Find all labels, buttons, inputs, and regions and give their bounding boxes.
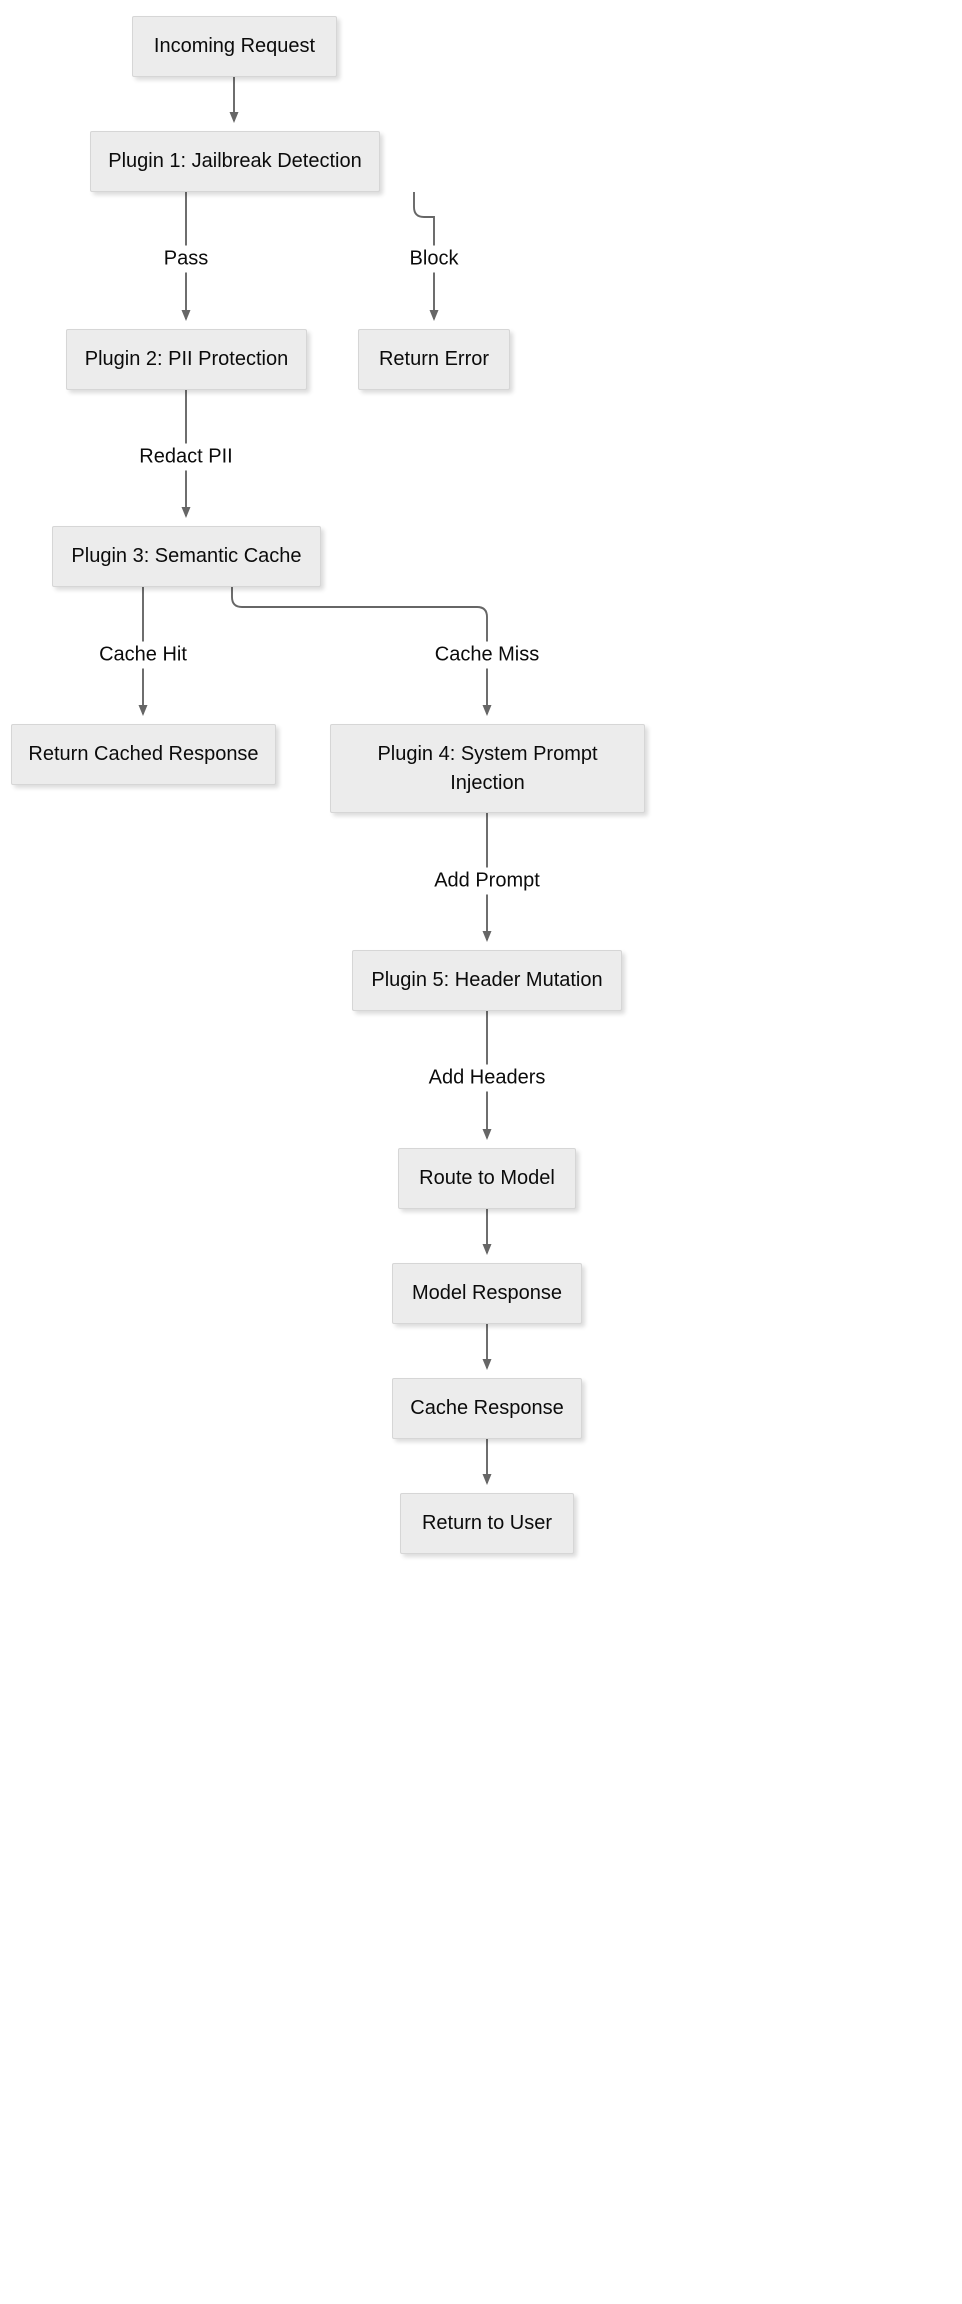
node-route-to-model[interactable]: Route to Model	[398, 1148, 576, 1209]
node-return-cached-response-label: Return Cached Response	[28, 743, 259, 765]
edge-label-cache-hit: Cache Hit	[94, 641, 192, 669]
edge-label-add-headers: Add Headers	[423, 1064, 551, 1092]
node-model-response-label: Model Response	[411, 1282, 563, 1304]
node-plugin2-label: Plugin 2: PII Protection	[84, 348, 289, 370]
edge-label-pass: Pass	[158, 245, 214, 273]
node-plugin2-pii-protection[interactable]: Plugin 2: PII Protection	[66, 329, 307, 390]
node-plugin3-label: Plugin 3: Semantic Cache	[71, 545, 302, 567]
node-incoming-request-label: Incoming Request	[153, 35, 316, 57]
node-cache-response[interactable]: Cache Response	[392, 1378, 582, 1439]
node-plugin4-system-prompt-injection[interactable]: Plugin 4: System Prompt Injection	[330, 724, 645, 813]
node-return-error[interactable]: Return Error	[358, 329, 510, 390]
node-model-response[interactable]: Model Response	[392, 1263, 582, 1324]
node-return-to-user[interactable]: Return to User	[400, 1493, 574, 1554]
edge-label-add-prompt: Add Prompt	[429, 867, 545, 895]
node-plugin1-jailbreak-detection[interactable]: Plugin 1: Jailbreak Detection	[90, 131, 380, 192]
node-plugin4-label-line1: Plugin 4: System Prompt	[377, 742, 598, 765]
edge-label-redact-pii: Redact PII	[134, 443, 238, 471]
node-plugin5-label: Plugin 5: Header Mutation	[371, 969, 603, 991]
edge-label-block: Block	[404, 245, 464, 273]
node-cache-response-label: Cache Response	[410, 1397, 564, 1419]
node-return-error-label: Return Error	[378, 348, 490, 370]
node-return-cached-response[interactable]: Return Cached Response	[11, 724, 276, 785]
node-plugin4-label-line2: Injection	[450, 771, 525, 794]
node-route-to-model-label: Route to Model	[419, 1167, 555, 1189]
node-plugin1-label: Plugin 1: Jailbreak Detection	[108, 150, 362, 172]
node-return-to-user-label: Return to User	[421, 1512, 553, 1534]
node-incoming-request[interactable]: Incoming Request	[132, 16, 337, 77]
node-plugin3-semantic-cache[interactable]: Plugin 3: Semantic Cache	[52, 526, 321, 587]
node-plugin5-header-mutation[interactable]: Plugin 5: Header Mutation	[352, 950, 622, 1011]
edge-label-cache-miss: Cache Miss	[429, 641, 545, 669]
